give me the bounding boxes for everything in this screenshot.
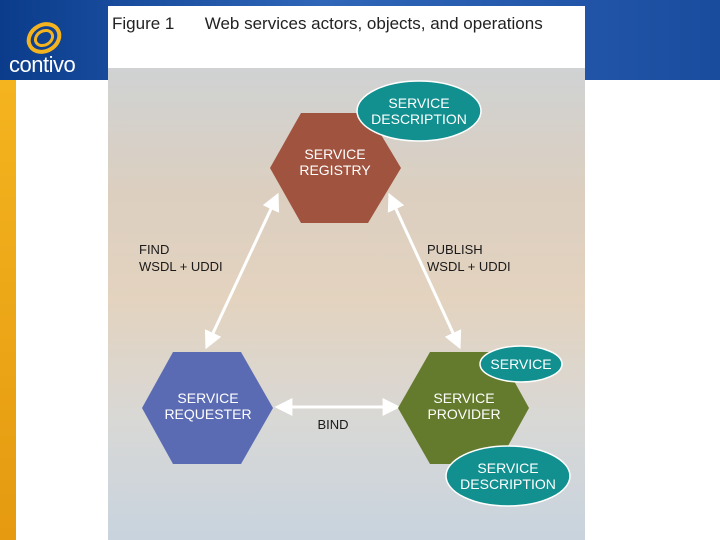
publish-arrow [387,192,462,350]
provider-service-description [445,445,571,507]
publish-label-line1: PUBLISH [427,242,483,257]
registry-desc-line1: SERVICE [388,95,449,111]
left-accent-bar [0,80,16,540]
service-registry-node [270,113,401,223]
provider-desc-line2: DESCRIPTION [460,476,556,492]
requester-label-line2: REQUESTER [164,406,251,422]
registry-service-description [356,80,482,142]
provider-label-line1: SERVICE [433,390,494,406]
logo-text: contivo [9,52,76,77]
registry-label-line1: SERVICE [304,146,365,162]
find-label-line1: FIND [139,242,169,257]
figure-title: Web services actors, objects, and operat… [204,14,543,33]
registry-label-line2: REGISTRY [299,162,371,178]
figure-number: Figure 1 [112,14,175,33]
contivo-logo-icon [26,22,62,54]
provider-desc-line1: SERVICE [477,460,538,476]
service-requester-node [142,352,273,464]
provider-label-line2: PROVIDER [427,406,500,422]
figure-panel: Figure 1 Web services actors, objects, a… [108,6,585,540]
web-services-diagram: SERVICE REGISTRY SERVICE DESCRIPTION SER… [139,80,571,507]
provider-service-label: SERVICE [490,356,551,372]
find-arrow [204,192,280,350]
find-label-line2: WSDL + UDDI [139,259,223,274]
publish-label-line2: WSDL + UDDI [427,259,511,274]
provider-service-badge [479,345,563,383]
service-provider-node [398,352,529,464]
requester-label-line1: SERVICE [177,390,238,406]
bind-label: BIND [317,417,348,432]
registry-desc-line2: DESCRIPTION [371,111,467,127]
figure-caption: Figure 1 Web services actors, objects, a… [108,6,585,68]
